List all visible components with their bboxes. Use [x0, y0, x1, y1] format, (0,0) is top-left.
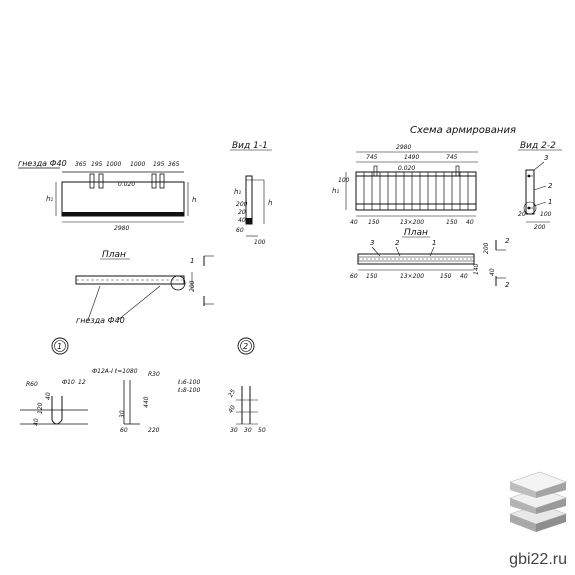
front-socket-note: гнезда Ф40: [18, 159, 67, 168]
plan-view: План 1 200 гнезда Ф40: [75, 250, 214, 325]
node1-r60: R60: [26, 381, 38, 388]
site-url: gbi22.ru: [509, 551, 567, 568]
view11-h: h: [268, 199, 272, 207]
front-dim-5: 195: [153, 161, 165, 168]
reinf-dim-1490: 1490: [404, 154, 419, 161]
node1-number: 1: [57, 342, 62, 351]
node1-440: 440: [143, 396, 150, 408]
view22-title: Вид 2-2: [520, 141, 556, 151]
view11-dim-60: 60: [236, 227, 244, 234]
view11-title: Вид 1-1: [232, 141, 268, 151]
view22-dim-200: 200: [534, 224, 546, 231]
view22-dim-20: 20: [518, 211, 526, 218]
plan-section-mark: 1: [190, 257, 194, 265]
plan2-dim-s2: 140: [473, 263, 480, 275]
node2-label-30a: 30: [230, 427, 238, 434]
node-2: 2 ℓ₁6-100 ℓ₁8-100 25 40 30 30 50: [177, 337, 266, 434]
node1-120: 120: [37, 402, 44, 414]
plan2-section-top: 2: [505, 237, 510, 245]
node1-bar-note: Ф12А-I ℓ=1080: [92, 368, 138, 375]
node-1: 1 R60 Ф10 12 R30 Ф12А-I ℓ=1080 40 120 40…: [20, 337, 160, 434]
node1-40b: 40: [45, 392, 52, 400]
plan2-mark-1: 1: [432, 239, 436, 247]
front-dim-6: 365: [168, 161, 180, 168]
front-level: 0.020: [118, 181, 135, 188]
plan2-section-bottom: 2: [505, 281, 510, 289]
front-dim-3: 1000: [106, 161, 121, 168]
front-length: 2980: [114, 225, 129, 232]
node1-220: 220: [148, 427, 160, 434]
reinf-dim-b4: 150: [446, 219, 458, 226]
view22-mark-1: 1: [548, 198, 552, 206]
view-2-2: Вид 2-2 3 2 1 20 100 200: [518, 141, 562, 231]
node2-label-25: 25: [227, 388, 237, 398]
node1-30: 30: [119, 410, 126, 418]
node2-number: 2: [243, 342, 248, 351]
front-dim-2: 195: [91, 161, 103, 168]
view11-dim-100: 100: [254, 239, 266, 246]
node2-label-50: 50: [258, 427, 266, 434]
view11-dim-20: 20: [238, 209, 246, 216]
reinf-h1: h₁: [332, 187, 339, 195]
node2-label-1: ℓ₁6-100: [177, 379, 201, 386]
plan2-dim-b1: 60: [350, 273, 358, 280]
reinf-dim-b3: 13×200: [400, 219, 424, 226]
plan2-dim-s3: 40: [489, 268, 496, 276]
plan2-dim-b5: 40: [460, 273, 468, 280]
front-h: h: [192, 196, 196, 204]
reinf-dim-745b: 745: [446, 154, 458, 161]
reinf-dim-b1: 40: [350, 219, 358, 226]
view11-dim-40: 40: [238, 217, 246, 224]
plan2-dim-b4: 150: [440, 273, 452, 280]
node1-60: 60: [120, 427, 128, 434]
site-logo-icon: [509, 471, 567, 532]
plan-title: План: [102, 250, 126, 260]
node1-r30: R30: [148, 371, 160, 378]
reinf-h100: 100: [338, 177, 350, 184]
view-1-1: Вид 1-1 h h₁ 200 20 40 60 100: [230, 141, 272, 246]
front-view: гнезда Ф40 365 195 1000 1000 195 365 0.0…: [18, 159, 196, 232]
node1-12: 12: [78, 379, 86, 386]
plan-socket-note: гнезда Ф40: [76, 316, 125, 325]
plan-2-view: План 3 2 1 60 150 13×200 150 40 200 140 …: [350, 228, 510, 289]
plan2-mark-3: 3: [370, 239, 374, 247]
reinf-length: 2980: [396, 144, 411, 151]
node2-label-30b: 30: [244, 427, 252, 434]
reinf-level: 0.020: [398, 165, 415, 172]
plan2-mark-2: 2: [395, 239, 400, 247]
reinf-dim-b5: 40: [466, 219, 474, 226]
front-dim-4: 1000: [130, 161, 145, 168]
reinf-dim-b2: 150: [368, 219, 380, 226]
node2-label-40: 40: [227, 404, 237, 414]
front-dim-1: 365: [75, 161, 87, 168]
view22-mark-3: 3: [544, 154, 548, 162]
plan2-dim-b2: 150: [366, 273, 378, 280]
plan-width: 200: [189, 280, 196, 292]
node1-f10: Ф10: [62, 379, 75, 386]
view22-mark-2: 2: [548, 182, 553, 190]
view11-h1: h₁: [234, 188, 241, 196]
reinforcement-scheme: Схема армирования 2980 745 1490 745 0: [332, 125, 516, 226]
node2-label-2: ℓ₁8-100: [177, 387, 201, 394]
reinf-dim-745a: 745: [366, 154, 378, 161]
reinf-stirrups: [363, 172, 469, 210]
view11-dim-200: 200: [236, 201, 248, 208]
node1-40a: 40: [33, 418, 40, 426]
view22-dim-100: 100: [540, 211, 552, 218]
plan2-dim-b3: 13×200: [400, 273, 424, 280]
plan2-title: План: [404, 228, 428, 238]
plan2-dim-s1: 200: [483, 242, 490, 254]
front-h1: h₁: [46, 195, 53, 203]
reinf-title: Схема армирования: [410, 125, 516, 136]
